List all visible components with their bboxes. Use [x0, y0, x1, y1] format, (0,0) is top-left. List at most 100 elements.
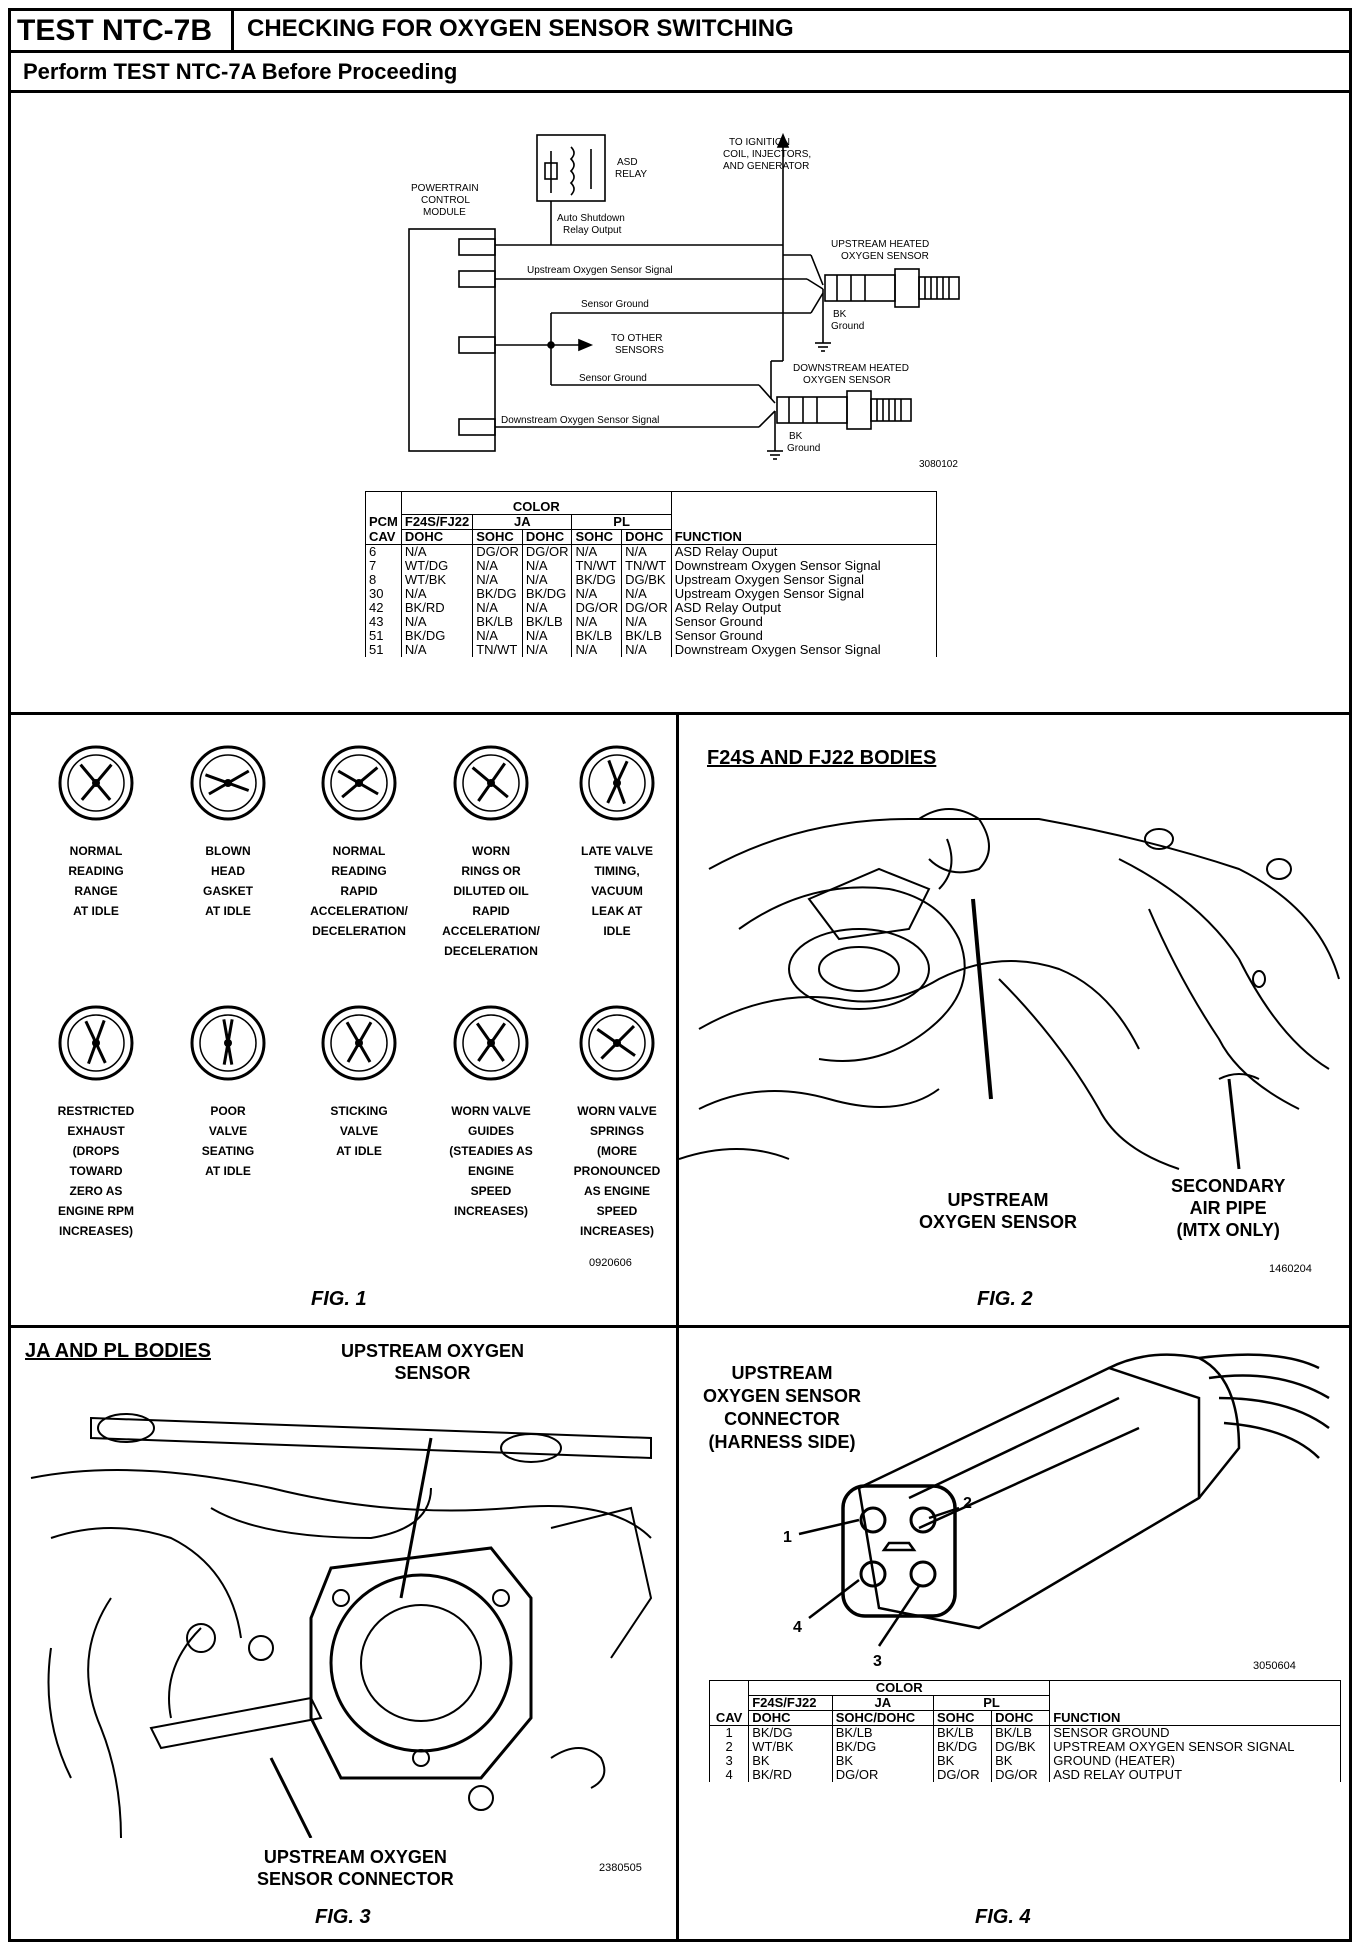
- vacuum-gauge-icon: [579, 745, 655, 821]
- t1-cell: DG/OR: [472, 544, 523, 559]
- vacuum-gauge-icon: [579, 1005, 655, 1081]
- t2-dohc-1: DOHC: [748, 1710, 833, 1726]
- t1-cell: Upstream Oxygen Sensor Signal: [670, 587, 937, 601]
- fig4-caption: FIG. 4: [975, 1906, 1031, 1928]
- t2-cell: BK/LB: [991, 1725, 1051, 1740]
- t1-cell: DG/OR: [571, 601, 623, 615]
- wiring-panel: POWERTRAIN CONTROL MODULE ASD RELAY TO I…: [11, 93, 1349, 715]
- fig2-engine-drawing: [679, 808, 1340, 1170]
- gauge-label-line: WORN: [472, 844, 510, 858]
- gauge-label-line: DECELERATION: [312, 924, 406, 938]
- t1-cell: 42: [365, 601, 402, 615]
- t2-cell: 4: [708, 1768, 750, 1782]
- gauge-label-line: DILUTED OIL: [453, 884, 529, 898]
- t1-cell: N/A: [571, 544, 623, 559]
- gauge-label-line: RAPID: [340, 884, 378, 898]
- t2-cell: ASD RELAY OUTPUT: [1049, 1768, 1341, 1782]
- vacuum-gauge-icon: [58, 745, 134, 821]
- fig2-title: F24S AND FJ22 BODIES: [707, 747, 937, 769]
- gauge-label-line: NORMAL: [69, 844, 123, 858]
- fig2-airpipe-label-3: (MTX ONLY): [1176, 1220, 1280, 1240]
- gauge-label-line: SPEED: [470, 1184, 512, 1198]
- t1-cell: 6: [365, 544, 402, 559]
- t2-cell: SENSOR GROUND: [1049, 1725, 1341, 1740]
- downstream-sensor-label-2: OXYGEN SENSOR: [803, 375, 891, 386]
- t2-cell: DG/OR: [932, 1768, 993, 1782]
- fig3-bottom-label-1: UPSTREAM OXYGEN: [263, 1847, 447, 1867]
- t1-cell: N/A: [400, 544, 474, 559]
- t1-cell: TN/WT: [472, 643, 523, 657]
- gauge-label-line: SEATING: [201, 1144, 255, 1158]
- fig3-title: JA AND PL BODIES: [25, 1340, 211, 1362]
- ignition-label-1: TO IGNITION: [729, 137, 790, 148]
- other-sensors-label-2: SENSORS: [615, 345, 664, 356]
- t2-cell: GROUND (HEATER): [1049, 1754, 1341, 1768]
- ground-label-up: Ground: [831, 321, 864, 332]
- vacuum-gauge-icon: [321, 1005, 397, 1081]
- downstream-sensor-label-1: DOWNSTREAM HEATED: [793, 363, 909, 374]
- t1-cell: N/A: [571, 615, 623, 629]
- bk-label-up: BK: [833, 309, 847, 320]
- t2-cell: WT/BK: [748, 1740, 833, 1754]
- t2-cell: 2: [708, 1740, 750, 1754]
- t2-cell: BK: [932, 1754, 993, 1768]
- gauge-label-line: RESTRICTED: [57, 1104, 135, 1118]
- vacuum-gauge-icon: [58, 1005, 134, 1081]
- t2-dohc-2: DOHC: [991, 1710, 1051, 1726]
- t1-cell: Downstream Oxygen Sensor Signal: [670, 643, 937, 657]
- gauge-label-line: AT IDLE: [336, 1144, 382, 1158]
- fig2-airpipe-label-2: AIR PIPE: [1189, 1198, 1267, 1218]
- asd-relay-label-2: RELAY: [615, 169, 647, 180]
- gauge-label-line: AT IDLE: [73, 904, 119, 918]
- t2-cell: BK: [991, 1754, 1051, 1768]
- fig2-ref: 1460204: [1269, 1263, 1312, 1275]
- gauge-label-line: WORN VALVE: [577, 1104, 657, 1118]
- t1-cell: N/A: [400, 643, 474, 657]
- sensor-ground-label-1: Sensor Ground: [581, 299, 649, 310]
- t2-cell: UPSTREAM OXYGEN SENSOR SIGNAL: [1049, 1740, 1341, 1754]
- bk-label-down: BK: [789, 431, 803, 442]
- t2-cell: BK/DG: [831, 1740, 934, 1754]
- t1-cell: Upstream Oxygen Sensor Signal: [670, 573, 937, 587]
- fig4-connector-label-3: CONNECTOR: [724, 1409, 840, 1429]
- gauge-label-line: ZERO AS: [69, 1184, 123, 1198]
- pin-label-3: 3: [873, 1653, 882, 1668]
- page-title: CHECKING FOR OXYGEN SENSOR SWITCHING: [247, 15, 794, 42]
- t1-cell: N/A: [400, 615, 474, 629]
- t1-cell: BK/DG: [472, 587, 523, 601]
- gauge-label-line: AT IDLE: [205, 904, 251, 918]
- pin-3-socket: [909, 1560, 937, 1588]
- pcm-label-1: POWERTRAIN: [411, 183, 479, 194]
- fig3-panel: JA AND PL BODIES UPSTREAM OXYGEN SENSOR: [11, 1328, 676, 1939]
- gauge-label-line: IDLE: [603, 924, 631, 938]
- t1-color-head: COLOR: [400, 491, 672, 515]
- fig4-connector-label-4: (HARNESS SIDE): [708, 1432, 856, 1452]
- fig3-bottom-label: UPSTREAM OXYGEN SENSOR CONNECTOR: [257, 1846, 454, 1890]
- fig4-connector-label-2: OXYGEN SENSOR: [703, 1386, 862, 1406]
- t2-func-mid: [1049, 1695, 1341, 1711]
- wiring-ref: 3080102: [919, 459, 958, 470]
- t2-sohc: SOHC: [932, 1710, 993, 1726]
- sensor-ground-label-2: Sensor Ground: [579, 373, 647, 384]
- t1-cell: BK/DG: [571, 573, 623, 587]
- t1-cell: N/A: [472, 573, 523, 587]
- fig2-upstream-label: UPSTREAM OXYGEN SENSOR: [919, 1189, 1077, 1233]
- gauge-label-line: GASKET: [202, 884, 253, 898]
- gauge-label-line: POOR: [210, 1104, 246, 1118]
- fig3-top-label: UPSTREAM OXYGEN SENSOR: [341, 1340, 524, 1384]
- connector-color-table: COLOR F24S/FJ22 JA PL CAV DOHC SOHC/DOHC…: [708, 1680, 1341, 1782]
- fig2-upstream-label-2: OXYGEN SENSOR: [919, 1212, 1078, 1232]
- t2-cell: BK/DG: [748, 1725, 833, 1740]
- t2-cell: BK/RD: [748, 1768, 833, 1782]
